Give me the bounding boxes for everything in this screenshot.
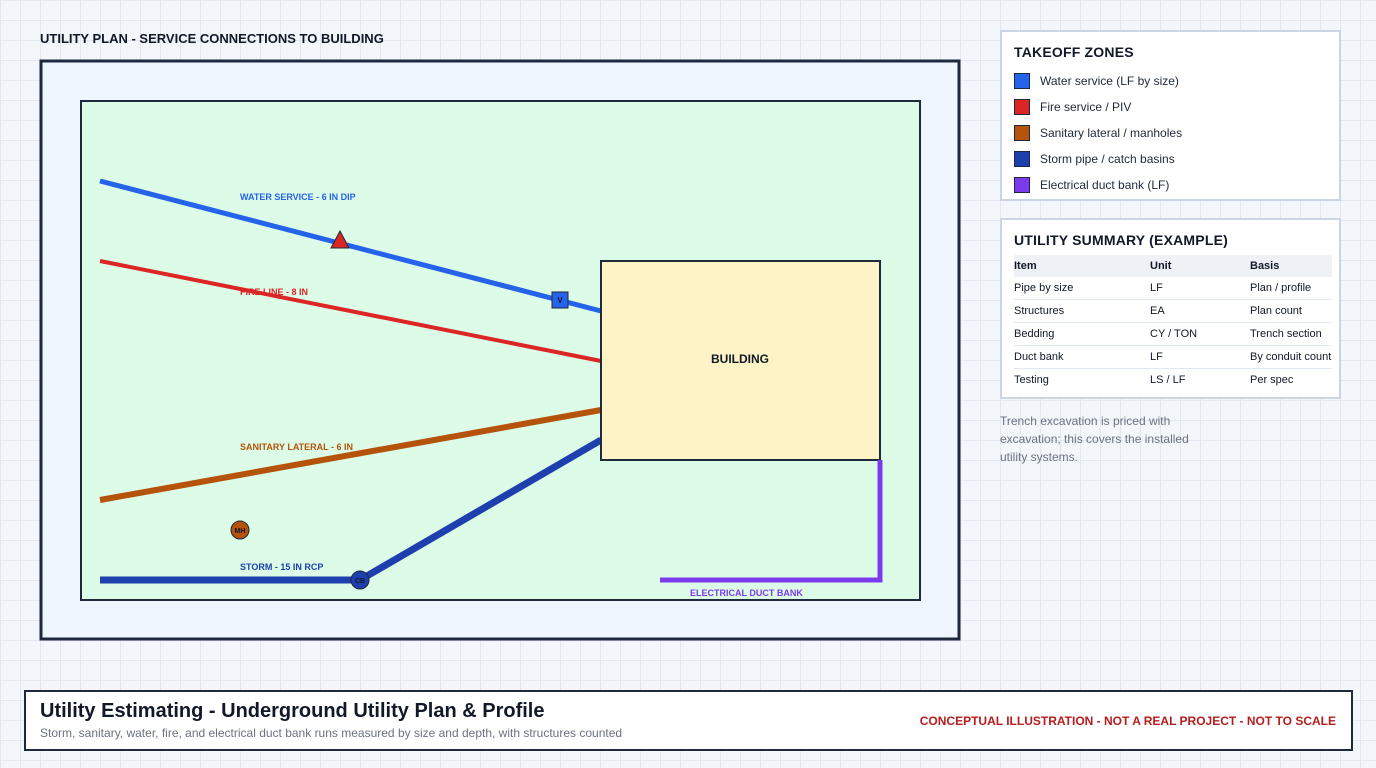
excavation-note: Trench excavation is priced with excavat… xyxy=(1000,414,1189,464)
legend-item-sanitary: Sanitary lateral / manholes xyxy=(1014,120,1327,146)
legend-item-electrical: Electrical duct bank (LF) xyxy=(1014,172,1327,198)
sanitary-swatch-icon xyxy=(1014,125,1030,141)
piv-triangle-icon xyxy=(330,229,350,249)
table-cell: Structures xyxy=(1014,299,1150,323)
valve-icon xyxy=(551,291,569,309)
fire-line xyxy=(99,259,602,363)
table-cell: LF xyxy=(1150,277,1250,300)
utility-summary-panel: UTILITY SUMMARY (EXAMPLE) Item Unit Basi… xyxy=(1000,218,1341,399)
building-label: BUILDING xyxy=(711,352,769,366)
table-row: Duct bank LF By conduit count xyxy=(1014,345,1332,369)
table-cell: Bedding xyxy=(1014,322,1150,346)
electrical-swatch-icon xyxy=(1014,177,1030,193)
column-header: Unit xyxy=(1150,255,1250,277)
legend-title: TAKEOFF ZONES xyxy=(1014,44,1134,60)
legend-item-label: Water service (LF by size) xyxy=(1040,74,1179,88)
legend-item-label: Fire service / PIV xyxy=(1040,100,1132,114)
legend-item-label: Sanitary lateral / manholes xyxy=(1040,126,1183,140)
footer-title: Utility Estimating - Underground Utility… xyxy=(40,700,545,722)
table-cell: LS / LF xyxy=(1150,374,1186,386)
table-row: Bedding CY / TON Trench section xyxy=(1014,322,1332,346)
utility-summary-table: Item Unit Basis Pipe by size LF Plan / p… xyxy=(1014,255,1332,391)
sanitary-lateral-line xyxy=(99,407,602,503)
legend-item-fire: Fire service / PIV xyxy=(1014,94,1327,120)
water-service-line xyxy=(99,178,602,314)
table-cell: LF xyxy=(1150,345,1250,369)
plan-title: UTILITY PLAN - SERVICE CONNECTIONS TO BU… xyxy=(40,31,384,46)
manhole-label: MH xyxy=(235,528,246,535)
table-cell: Duct bank xyxy=(1014,345,1150,369)
column-header: Basis xyxy=(1250,255,1332,277)
takeoff-zones-legend: TAKEOFF ZONES Water service (LF by size)… xyxy=(1000,30,1341,201)
table-row: Pipe by size LF Plan / profile xyxy=(1014,277,1332,300)
summary-title: UTILITY SUMMARY (EXAMPLE) xyxy=(1014,232,1228,248)
table-cell: Trench section xyxy=(1250,322,1332,346)
catch-basin-label: CB xyxy=(355,578,365,585)
utility-plan-drawing: UTILITY PLAN - SERVICE CONNECTIONS TO BU… xyxy=(39,31,961,641)
legend-item-water: Water service (LF by size) xyxy=(1014,68,1327,94)
storm-swatch-icon xyxy=(1014,151,1030,167)
table-cell: Plan / profile xyxy=(1250,277,1332,300)
legend-item-label: Storm pipe / catch basins xyxy=(1040,152,1175,166)
footer-disclaimer: CONCEPTUAL ILLUSTRATION - NOT A REAL PRO… xyxy=(919,714,1336,728)
table-cell: By conduit count xyxy=(1250,345,1332,369)
water-service-label: WATER SERVICE - 6 IN DIP xyxy=(240,192,356,202)
electrical-duct-bank-label: ELECTRICAL DUCT BANK xyxy=(690,588,803,598)
table-row: Structures EA Plan count xyxy=(1014,299,1332,323)
legend-item-storm: Storm pipe / catch basins xyxy=(1014,146,1327,172)
legend-item-label: Electrical duct bank (LF) xyxy=(1040,178,1170,192)
manhole-icon xyxy=(230,520,250,540)
table-cell: Pipe by size xyxy=(1014,277,1150,300)
table-cell: Testing xyxy=(1014,374,1049,386)
water-swatch-icon xyxy=(1014,73,1030,89)
fire-swatch-icon xyxy=(1014,99,1030,115)
table-row: Testing LS / LF Per spec xyxy=(1014,369,1332,392)
catch-basin-icon xyxy=(350,570,370,590)
building-footprint xyxy=(600,260,881,461)
table-cell: Plan count xyxy=(1250,299,1332,323)
fire-line-label: FIRE LINE - 8 IN xyxy=(240,287,308,297)
footer-title-block: Utility Estimating - Underground Utility… xyxy=(24,690,1353,751)
table-cell: Per spec xyxy=(1250,374,1294,386)
footer-subtitle: Storm, sanitary, water, fire, and electr… xyxy=(40,726,623,740)
table-header-row: Item Unit Basis xyxy=(1014,255,1332,277)
column-header: Item xyxy=(1014,255,1150,277)
sanitary-lateral-label: SANITARY LATERAL - 6 IN xyxy=(240,442,353,452)
storm-pipe-label: STORM - 15 IN RCP xyxy=(240,562,323,572)
table-cell: CY / TON xyxy=(1150,322,1250,346)
table-cell: EA xyxy=(1150,299,1250,323)
valve-label: V xyxy=(557,296,563,305)
electrical-duct-bank-line xyxy=(660,460,883,583)
